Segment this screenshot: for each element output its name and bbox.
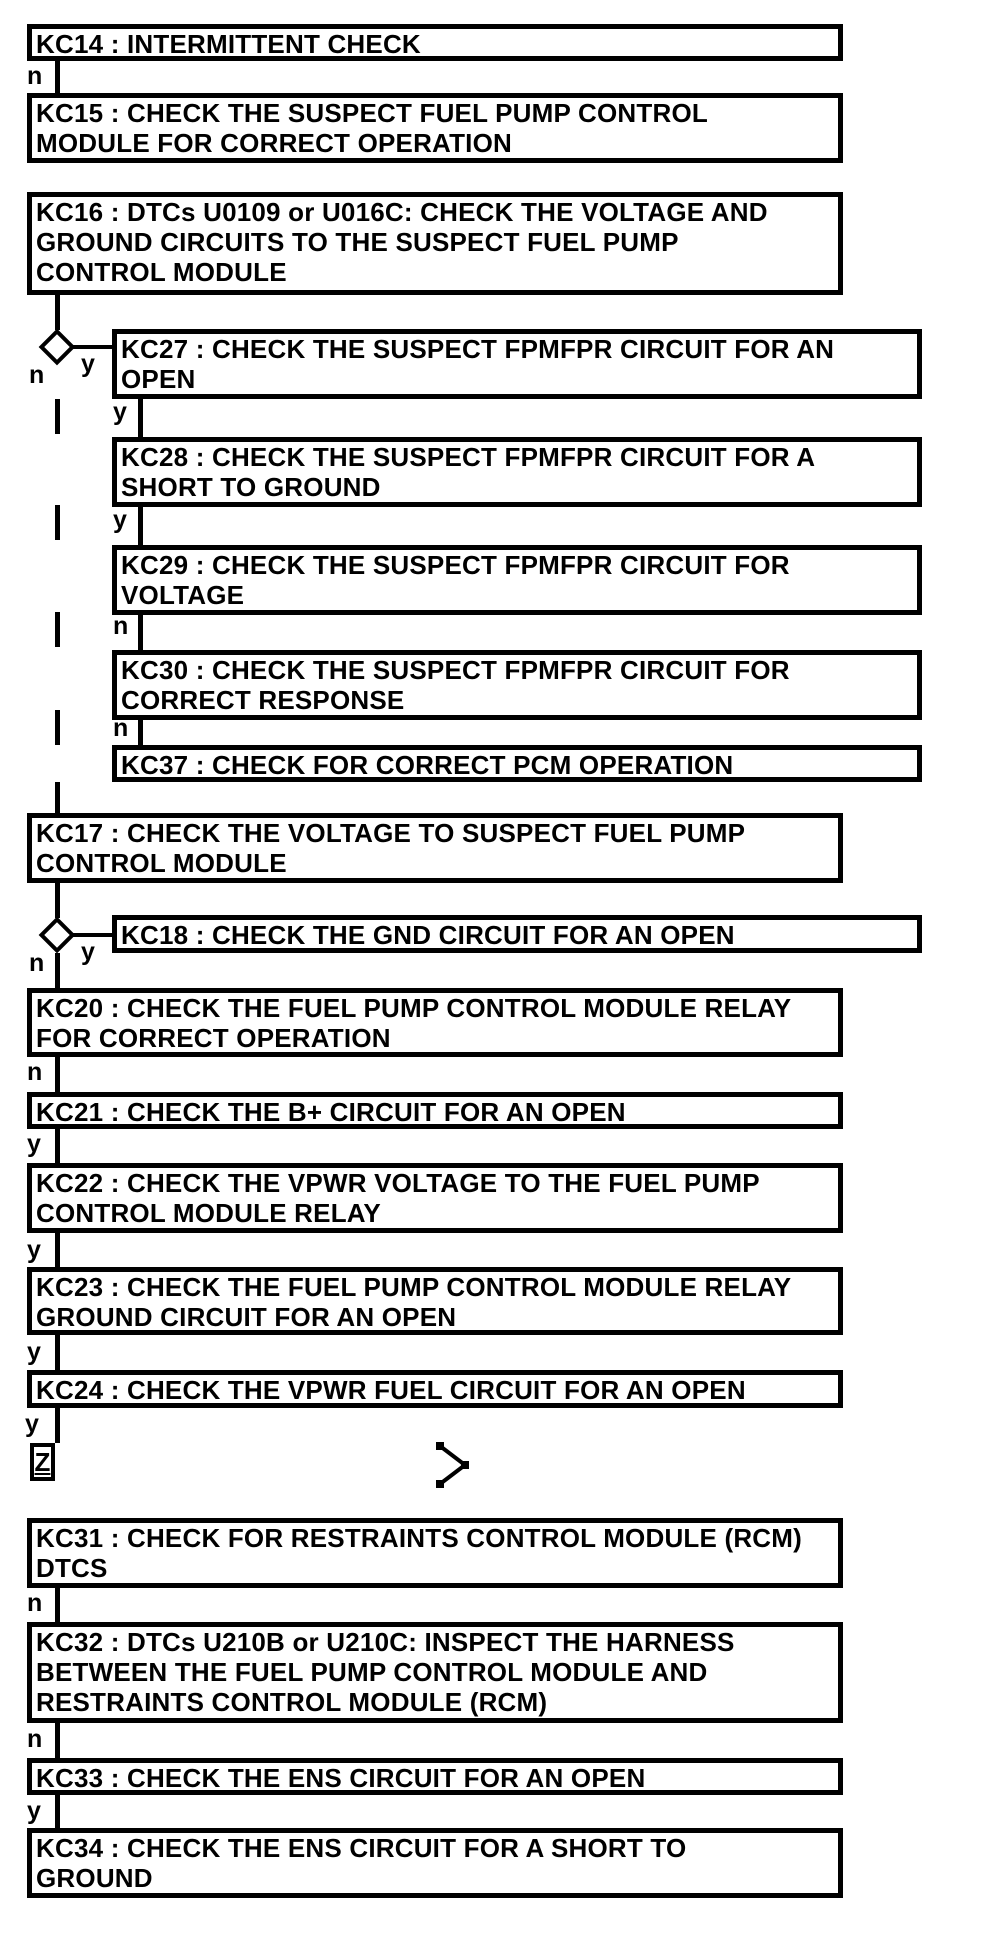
branch-label-kc20-n: n [27, 1058, 43, 1086]
branch-label-kc22-y: y [27, 1236, 41, 1264]
branch-label-diamond1-y: y [81, 350, 95, 378]
node-kc30: KC30 : CHECK THE SUSPECT FPMFPR CIRCUIT … [112, 650, 922, 720]
connector-kc33-kc34 [55, 1795, 60, 1828]
connector-diamond1-n-seg3 [55, 612, 60, 647]
node-kc14: KC14 : INTERMITTENT CHECK [27, 24, 843, 61]
node-kc18: KC18 : CHECK THE GND CIRCUIT FOR AN OPEN [112, 915, 922, 953]
connector-kc24-z [55, 1408, 60, 1443]
offpage-connector-z[interactable]: Z [30, 1443, 55, 1481]
connector-diamond1-n-seg2 [55, 505, 60, 540]
branch-label-kc21-y: y [27, 1130, 41, 1158]
node-kc28: KC28 : CHECK THE SUSPECT FPMFPR CIRCUIT … [112, 437, 922, 507]
connector-diamond2-kc18 [73, 933, 114, 937]
branch-label-kc32-n: n [27, 1725, 43, 1753]
branch-label-kc28-y: y [113, 506, 127, 534]
node-kc16: KC16 : DTCs U0109 or U016C: CHECK THE VO… [27, 192, 843, 295]
connector-diamond1-n-seg5 [55, 782, 60, 813]
branch-label-kc33-y: y [27, 1797, 41, 1825]
page-break-chevron-icon [436, 1442, 469, 1488]
node-kc22: KC22 : CHECK THE VPWR VOLTAGE TO THE FUE… [27, 1163, 843, 1233]
connector-kc20-kc21 [55, 1057, 60, 1092]
connector-kc17-diamond2 [55, 883, 60, 918]
connector-diamond1-n-seg4 [55, 710, 60, 745]
connector-kc22-kc23 [55, 1233, 60, 1267]
decision-diamond-2 [38, 916, 76, 954]
node-kc20: KC20 : CHECK THE FUEL PUMP CONTROL MODUL… [27, 988, 843, 1057]
connector-diamond1-n-seg1 [55, 399, 60, 434]
connector-kc32-kc33 [55, 1723, 60, 1758]
branch-label-kc29-n: n [113, 612, 129, 640]
connector-diamond1-kc27 [73, 345, 114, 349]
branch-label-kc30-n: n [113, 714, 129, 742]
connector-kc21-kc22 [55, 1129, 60, 1163]
node-kc29: KC29 : CHECK THE SUSPECT FPMFPR CIRCUIT … [112, 545, 922, 615]
connector-diamond2-kc20 [55, 953, 60, 988]
node-kc34: KC34 : CHECK THE ENS CIRCUIT FOR A SHORT… [27, 1828, 843, 1898]
branch-label-kc24-y: y [25, 1410, 39, 1438]
connector-kc16-diamond1 [55, 295, 60, 330]
node-kc15: KC15 : CHECK THE SUSPECT FUEL PUMP CONTR… [27, 93, 843, 163]
node-kc24: KC24 : CHECK THE VPWR FUEL CIRCUIT FOR A… [27, 1370, 843, 1408]
connector-kc23-kc24 [55, 1335, 60, 1370]
connector-kc27-kc28 [138, 399, 143, 437]
node-kc23: KC23 : CHECK THE FUEL PUMP CONTROL MODUL… [27, 1267, 843, 1335]
node-kc32: KC32 : DTCs U210B or U210C: INSPECT THE … [27, 1622, 843, 1723]
connector-kc30-kc37 [138, 720, 143, 745]
connector-kc14-kc15 [55, 61, 60, 93]
branch-label-diamond2-y: y [81, 938, 95, 966]
branch-label-kc27-y: y [113, 398, 127, 426]
branch-label-diamond2-n: n [29, 949, 45, 977]
branch-label-kc23-y: y [27, 1338, 41, 1366]
node-kc17: KC17 : CHECK THE VOLTAGE TO SUSPECT FUEL… [27, 813, 843, 883]
branch-label-kc31-n: n [27, 1589, 43, 1617]
branch-label-diamond1-n: n [29, 361, 45, 389]
connector-kc29-kc30 [138, 615, 143, 650]
branch-label-kc14-n: n [27, 62, 43, 90]
connector-kc28-kc29 [138, 507, 143, 545]
node-kc37: KC37 : CHECK FOR CORRECT PCM OPERATION [112, 745, 922, 782]
node-kc21: KC21 : CHECK THE B+ CIRCUIT FOR AN OPEN [27, 1092, 843, 1129]
node-kc33: KC33 : CHECK THE ENS CIRCUIT FOR AN OPEN [27, 1758, 843, 1795]
decision-diamond-1 [38, 328, 76, 366]
node-kc31: KC31 : CHECK FOR RESTRAINTS CONTROL MODU… [27, 1518, 843, 1588]
connector-kc31-kc32 [55, 1588, 60, 1622]
node-kc27: KC27 : CHECK THE SUSPECT FPMFPR CIRCUIT … [112, 329, 922, 399]
